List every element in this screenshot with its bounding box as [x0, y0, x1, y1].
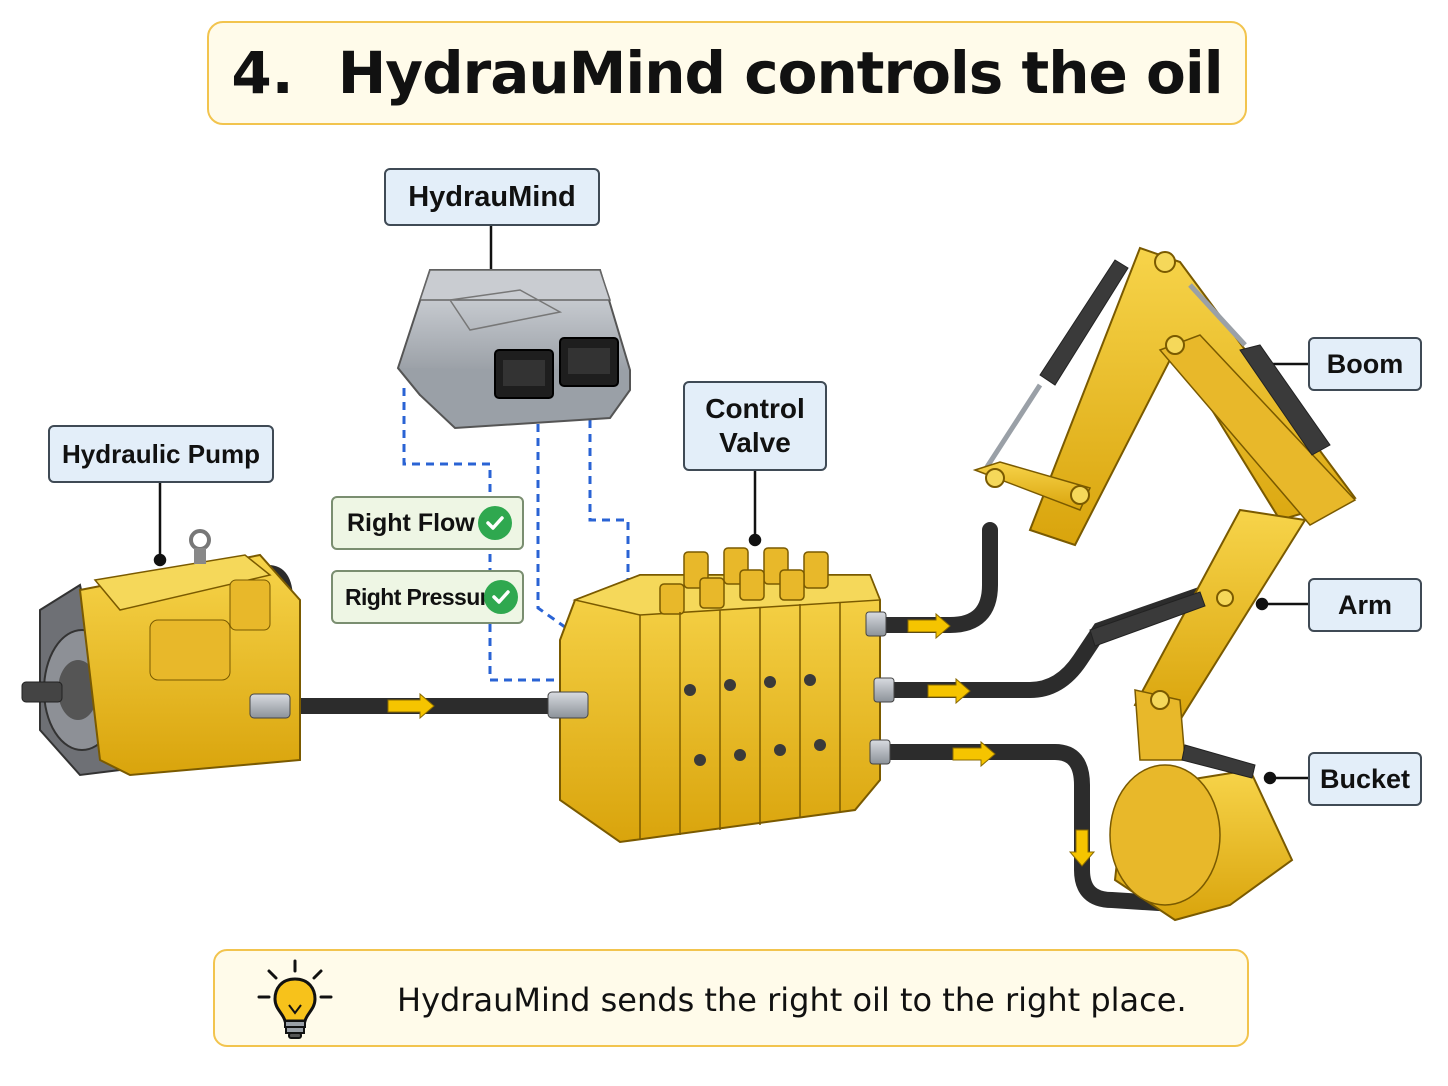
footer-message: HydrauMind sends the right oil to the ri… [397, 981, 1187, 1019]
boom-label: Boom [1308, 337, 1422, 391]
pump-label: Hydraulic Pump [48, 425, 274, 483]
hydraumind-controller-icon [396, 269, 632, 430]
hydraulic-pump-icon [21, 529, 301, 777]
arrow-right-icon [952, 740, 996, 768]
valve-label: Control Valve [683, 381, 827, 471]
footer-banner: HydrauMind sends the right oil to the ri… [213, 949, 1249, 1047]
boom-hose [867, 522, 998, 633]
excavator-arm-icon [972, 246, 1357, 922]
flow-arrows [387, 612, 1096, 867]
page-title: HydrauMind controls the oil [337, 39, 1224, 107]
arrow-right-icon [387, 692, 435, 720]
arm-hose [877, 587, 1208, 698]
lightbulb-icon [255, 957, 335, 1047]
valve-label-line1: Control [705, 393, 805, 424]
right-flow-tag: Right Flow [331, 496, 524, 550]
bucket-label: Bucket [1308, 752, 1422, 806]
check-circle-icon [484, 580, 518, 614]
right-pressure-tag: Right Pressure [331, 570, 524, 624]
control-valve-icon [547, 547, 895, 844]
controller-label: HydrauMind [384, 168, 600, 226]
arrow-down-icon [1068, 829, 1096, 867]
right-flow-text: Right Flow [347, 508, 475, 537]
check-circle-icon [478, 506, 512, 540]
bucket-hose [872, 744, 1198, 913]
title-banner: 4. HydrauMind controls the oil [207, 21, 1247, 125]
right-pressure-text: Right Pressure [345, 583, 501, 610]
step-number: 4. [231, 39, 294, 107]
arm-label: Arm [1308, 578, 1422, 632]
arrow-right-icon [927, 677, 971, 705]
arrow-right-icon [907, 612, 951, 640]
signal-lines [402, 388, 630, 682]
valve-label-line2: Valve [719, 427, 791, 458]
